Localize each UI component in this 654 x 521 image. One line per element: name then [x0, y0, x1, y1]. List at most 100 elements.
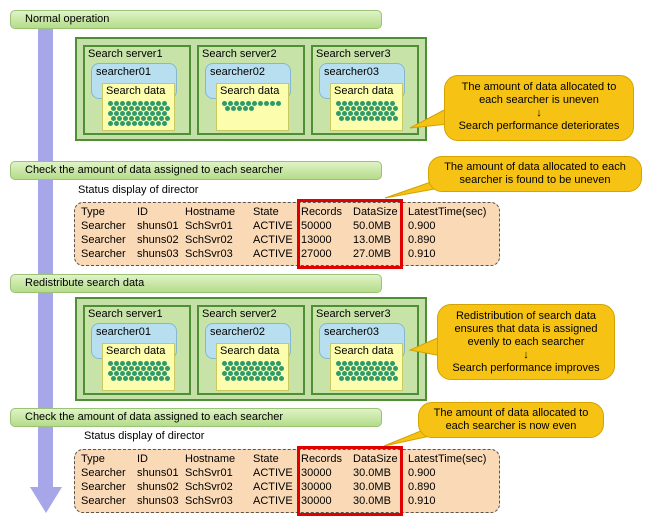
data-dot: [240, 101, 245, 106]
server-title: Search server2: [202, 308, 277, 320]
data-dot: [150, 371, 155, 376]
server-title: Search server3: [316, 48, 391, 60]
data-dot: [366, 101, 371, 106]
data-dot: [117, 116, 122, 121]
callout-tail-1: [409, 107, 449, 129]
table-cell: shuns03: [137, 248, 179, 260]
data-dot: [360, 361, 365, 366]
data-dot: [222, 101, 227, 106]
data-dot: [252, 371, 257, 376]
data-dot: [129, 116, 134, 121]
data-dot: [369, 366, 374, 371]
data-dot: [153, 106, 158, 111]
table-cell: 30.0MB: [353, 481, 391, 493]
data-dot: [234, 371, 239, 376]
data-dot: [138, 101, 143, 106]
data-dot: [363, 366, 368, 371]
flow-arrow-head: [30, 487, 62, 513]
data-dot: [243, 376, 248, 381]
data-dot: [237, 366, 242, 371]
data-dot: [264, 361, 269, 366]
server-group-after: Search server1 searcher01 Search data Se…: [75, 297, 427, 401]
server-title: Search server1: [88, 48, 163, 60]
data-dot: [135, 366, 140, 371]
data-dot: [270, 101, 275, 106]
table-cell: 50000: [301, 220, 332, 232]
data-dot: [378, 371, 383, 376]
data-dot: [258, 101, 263, 106]
data-dot: [111, 116, 116, 121]
data-dot: [153, 116, 158, 121]
data-dot: [345, 116, 350, 121]
data-dot: [114, 371, 119, 376]
data-dot: [249, 376, 254, 381]
data-dot: [165, 366, 170, 371]
data-dot: [135, 106, 140, 111]
data-dot: [348, 111, 353, 116]
table-header-cell: DataSize: [353, 206, 398, 218]
data-dot: [393, 376, 398, 381]
data-dot: [150, 111, 155, 116]
table-header-cell: Records: [301, 453, 342, 465]
data-dot: [252, 361, 257, 366]
data-dot: [108, 101, 113, 106]
table-cell: Searcher: [81, 495, 126, 507]
data-dot: [147, 106, 152, 111]
data-dot: [222, 361, 227, 366]
data-dot: [144, 371, 149, 376]
data-dot: [279, 366, 284, 371]
callout-line: evenly to each searcher: [467, 336, 585, 348]
data-dot: [111, 376, 116, 381]
data-dot: [264, 371, 269, 376]
callout-arrow-down: ↓: [536, 107, 542, 119]
data-dot: [393, 366, 398, 371]
search-data-box: Search data: [330, 83, 403, 131]
searcher-label: searcher03: [324, 326, 380, 338]
data-dot: [348, 371, 353, 376]
table-cell: 0.900: [408, 220, 436, 232]
data-dot: [345, 376, 350, 381]
searcher-label: searcher01: [96, 66, 152, 78]
table-cell: SchSvr03: [185, 248, 233, 260]
table-cell: Searcher: [81, 248, 126, 260]
table-cell: ACTIVE: [253, 467, 293, 479]
data-dot: [273, 376, 278, 381]
data-dot: [345, 106, 350, 111]
table-cell: shuns01: [137, 467, 179, 479]
data-dot: [360, 371, 365, 376]
data-dot: [234, 101, 239, 106]
data-dot: [357, 366, 362, 371]
callout-line: ensures that data is assigned: [454, 323, 598, 335]
data-dot: [132, 361, 137, 366]
data-dot: [114, 361, 119, 366]
data-dot: [123, 366, 128, 371]
search-data-label: Search data: [106, 85, 166, 97]
data-dot: [345, 366, 350, 371]
data-dot: [129, 106, 134, 111]
table-cell: SchSvr02: [185, 234, 233, 246]
data-dot: [390, 101, 395, 106]
data-dot: [339, 106, 344, 111]
search-data-box: Search data: [102, 83, 175, 131]
data-dot: [339, 376, 344, 381]
data-dot: [267, 366, 272, 371]
callout-line: Redistribution of search data: [455, 310, 597, 322]
data-dot: [231, 366, 236, 371]
data-dot: [120, 121, 125, 126]
data-dot: [336, 101, 341, 106]
data-dot: [354, 101, 359, 106]
data-dot: [258, 371, 263, 376]
data-dot: [375, 366, 380, 371]
data-dot: [279, 376, 284, 381]
data-dot: [336, 111, 341, 116]
data-dot: [126, 371, 131, 376]
data-dot: [132, 101, 137, 106]
data-dot: [276, 361, 281, 366]
data-dot: [354, 361, 359, 366]
data-dot: [144, 361, 149, 366]
data-dot: [141, 366, 146, 371]
status-caption-2: Status display of director: [84, 430, 205, 442]
data-dot: [138, 111, 143, 116]
data-dot: [108, 361, 113, 366]
data-dot: [267, 376, 272, 381]
